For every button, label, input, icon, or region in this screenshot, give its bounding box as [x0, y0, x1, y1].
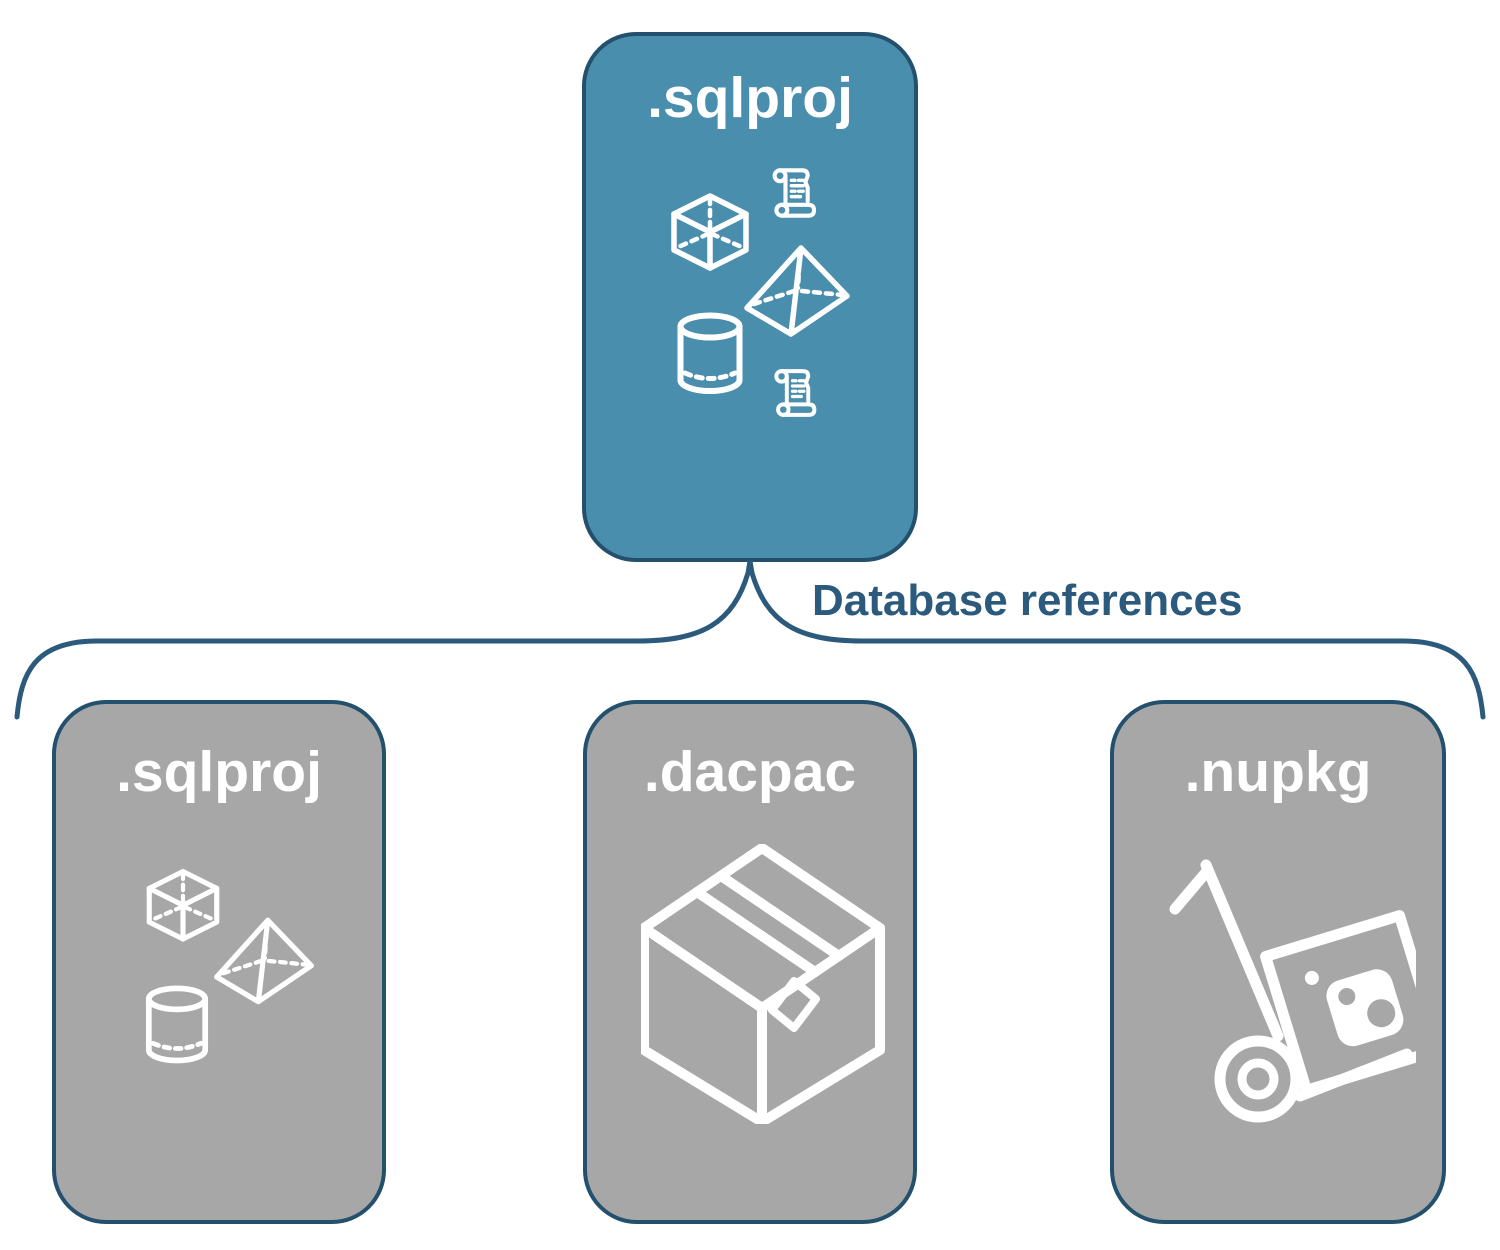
node-label: .sqlproj [647, 66, 853, 130]
scroll-icon [768, 364, 824, 422]
node-dacpac: .dacpac [583, 700, 917, 1224]
nuget-handtruck-icon [1169, 859, 1416, 1123]
node-sqlproj-child: .sqlproj [52, 700, 386, 1224]
node-sqlproj-root: .sqlproj [582, 32, 918, 562]
node-label: .nupkg [1184, 740, 1372, 804]
scroll-icon [766, 163, 824, 223]
connector-label: Database references [812, 576, 1243, 625]
pyramid-icon [741, 242, 853, 338]
cylinder-icon [674, 312, 746, 402]
node-label: .sqlproj [116, 740, 322, 804]
pyramid-icon [211, 914, 317, 1006]
cylinder-icon [142, 985, 212, 1071]
package-box-icon [641, 844, 885, 1124]
node-label: .dacpac [643, 740, 857, 804]
node-nupkg: .nupkg [1110, 700, 1446, 1224]
